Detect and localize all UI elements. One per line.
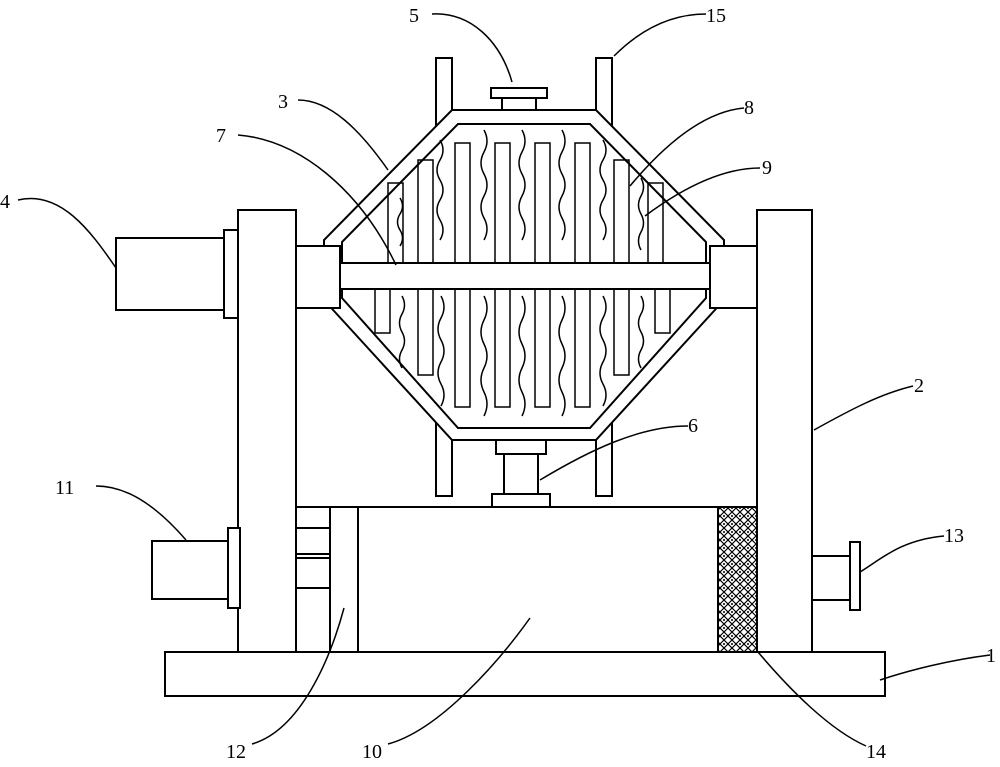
label-4: 4 — [0, 191, 10, 213]
label-3: 3 — [278, 91, 288, 113]
feed-inlet-flange — [491, 88, 547, 98]
drive-motor-flange — [224, 230, 238, 318]
drive-motor — [116, 238, 224, 310]
label-11: 11 — [55, 477, 74, 499]
label-10: 10 — [362, 741, 382, 763]
outlet-pipe — [812, 556, 850, 600]
right-support-column — [757, 210, 812, 652]
left-bearing-block — [296, 246, 340, 308]
label-8: 8 — [744, 97, 754, 119]
left-support-column — [238, 210, 296, 652]
lower-motor-flange — [228, 528, 240, 608]
partition-plate — [330, 507, 358, 652]
collection-box — [296, 507, 757, 652]
label-6: 6 — [688, 415, 698, 437]
outlet-flange — [850, 542, 860, 610]
label-13: 13 — [944, 525, 964, 547]
filter-mesh — [718, 507, 757, 652]
label-14: 14 — [866, 741, 886, 763]
rotating-shaft — [340, 263, 710, 289]
right-bearing-block — [710, 246, 757, 308]
discharge-bottom-flange — [492, 494, 550, 507]
discharge-top-flange — [496, 440, 546, 454]
discharge-outlet — [504, 454, 538, 494]
label-9: 9 — [762, 157, 772, 179]
label-5: 5 — [409, 5, 419, 27]
label-15: 15 — [706, 5, 726, 27]
lower-motor — [152, 541, 228, 599]
guide-block-upper — [296, 528, 330, 554]
label-7: 7 — [216, 125, 226, 147]
guide-block-lower — [296, 558, 330, 588]
label-2: 2 — [914, 375, 924, 397]
label-1: 1 — [986, 645, 996, 667]
label-12: 12 — [226, 741, 246, 763]
